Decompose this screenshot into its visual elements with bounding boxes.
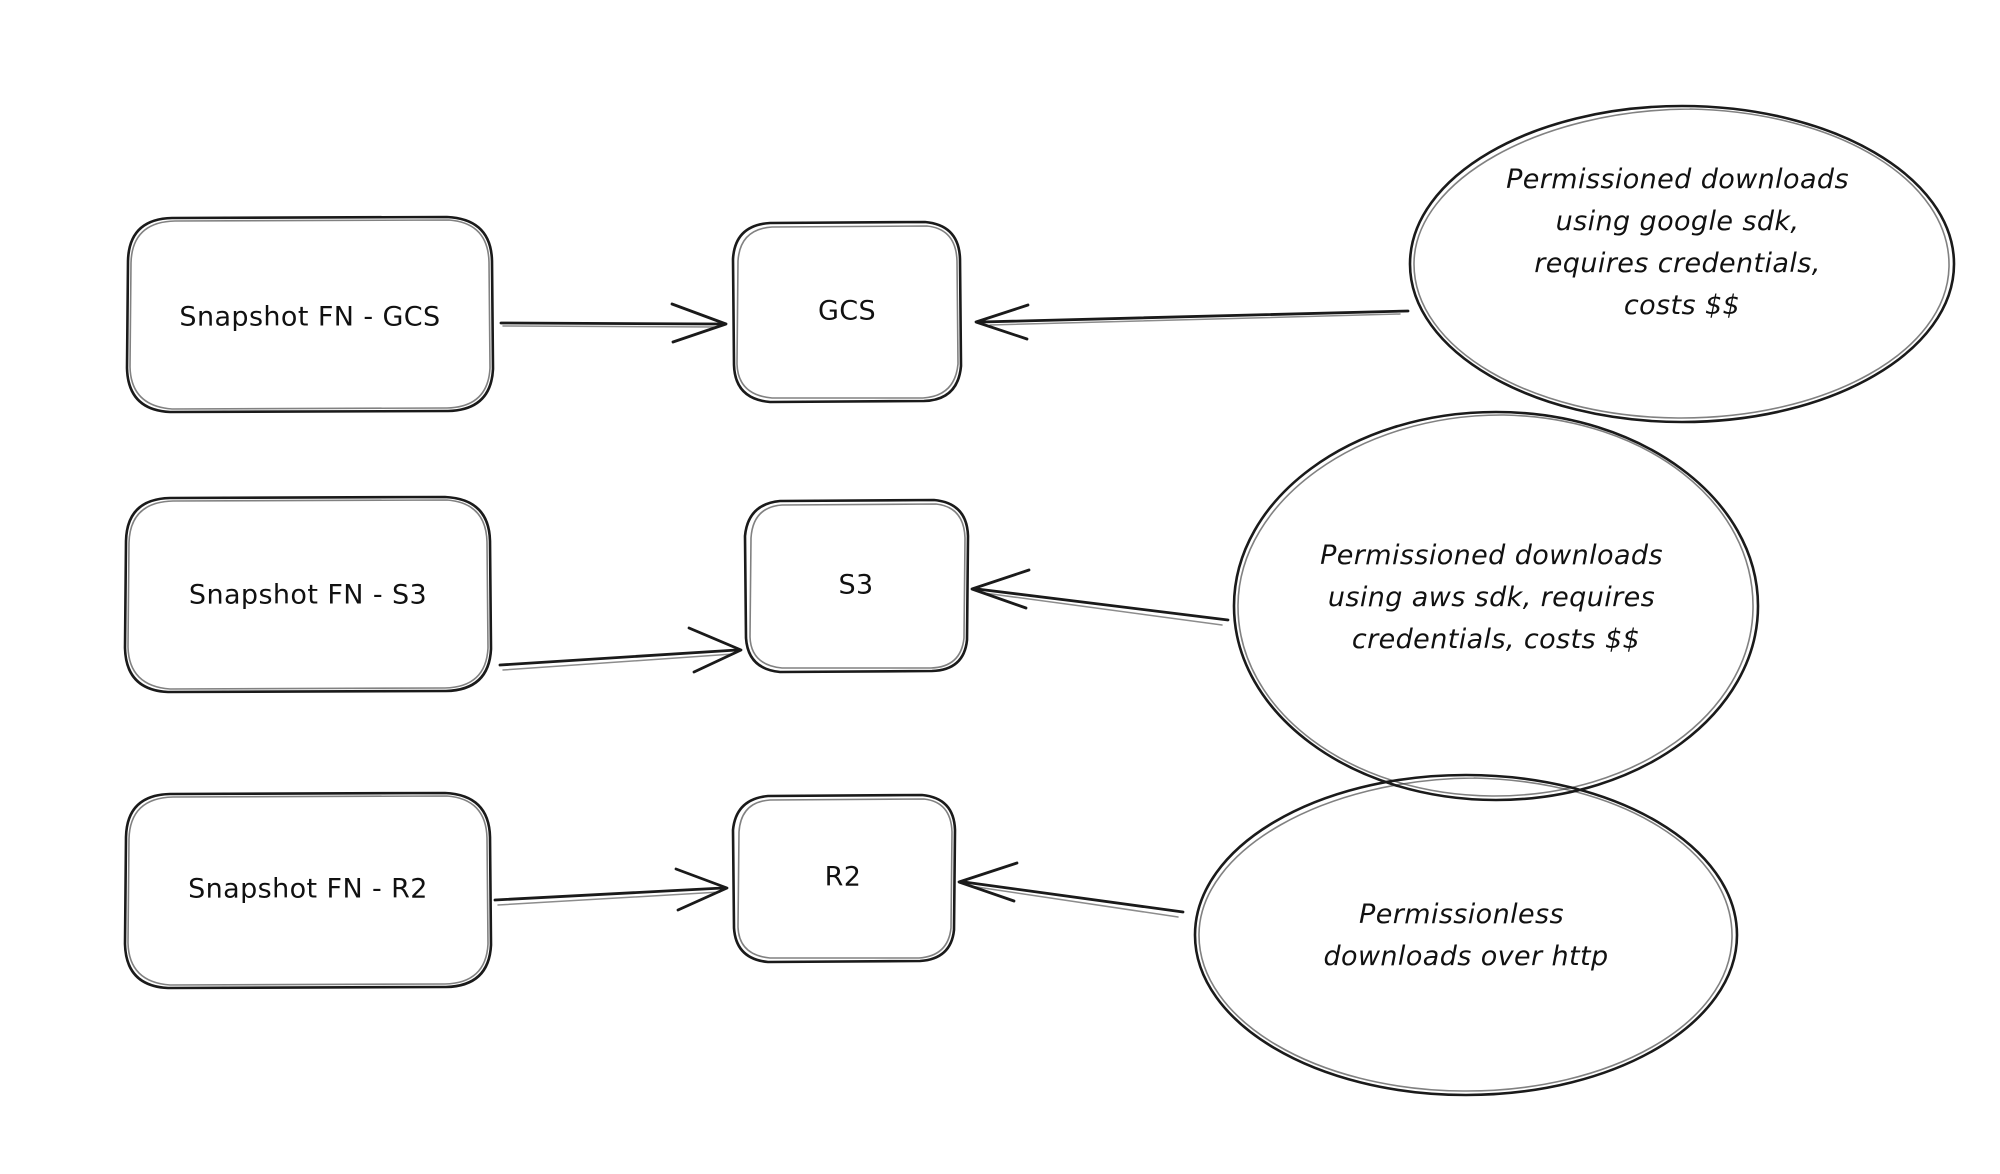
edge-note-gcs-to-gcs xyxy=(974,303,1410,341)
note-text-s3: Permissioned downloads using aws sdk, re… xyxy=(1320,540,1672,655)
note-r2[interactable]: Permissionless downloads over http xyxy=(1193,773,1739,1097)
edge-fn-r2-to-r2 xyxy=(493,867,729,912)
node-label-gcs: GCS xyxy=(818,296,876,327)
node-snapshot-fn-gcs[interactable]: Snapshot FN - GCS xyxy=(125,215,495,414)
note-s3[interactable]: Permissioned downloads using aws sdk, re… xyxy=(1232,410,1760,802)
note-text-r2: Permissionless downloads over http xyxy=(1323,899,1608,972)
note-gcs[interactable]: Permissioned downloads using google sdk,… xyxy=(1408,104,1956,424)
edge-note-r2-to-r2 xyxy=(957,861,1185,918)
node-label-snapshot-fn-gcs: Snapshot FN - GCS xyxy=(179,302,440,333)
node-snapshot-fn-r2[interactable]: Snapshot FN - R2 xyxy=(123,791,493,990)
node-label-snapshot-fn-s3: Snapshot FN - S3 xyxy=(189,580,427,611)
node-label-s3: S3 xyxy=(838,570,873,601)
note-text-gcs: Permissioned downloads using google sdk,… xyxy=(1506,164,1858,321)
node-label-r2: R2 xyxy=(825,862,862,893)
node-gcs[interactable]: GCS xyxy=(731,220,963,404)
edge-note-s3-to-s3 xyxy=(970,568,1230,626)
node-r2[interactable]: R2 xyxy=(731,793,957,964)
edge-fn-s3-to-s3 xyxy=(498,626,743,674)
node-label-snapshot-fn-r2: Snapshot FN - R2 xyxy=(188,874,428,905)
edge-fn-gcs-to-gcs xyxy=(499,302,728,344)
node-s3[interactable]: S3 xyxy=(743,498,970,674)
node-snapshot-fn-s3[interactable]: Snapshot FN - S3 xyxy=(123,495,493,694)
